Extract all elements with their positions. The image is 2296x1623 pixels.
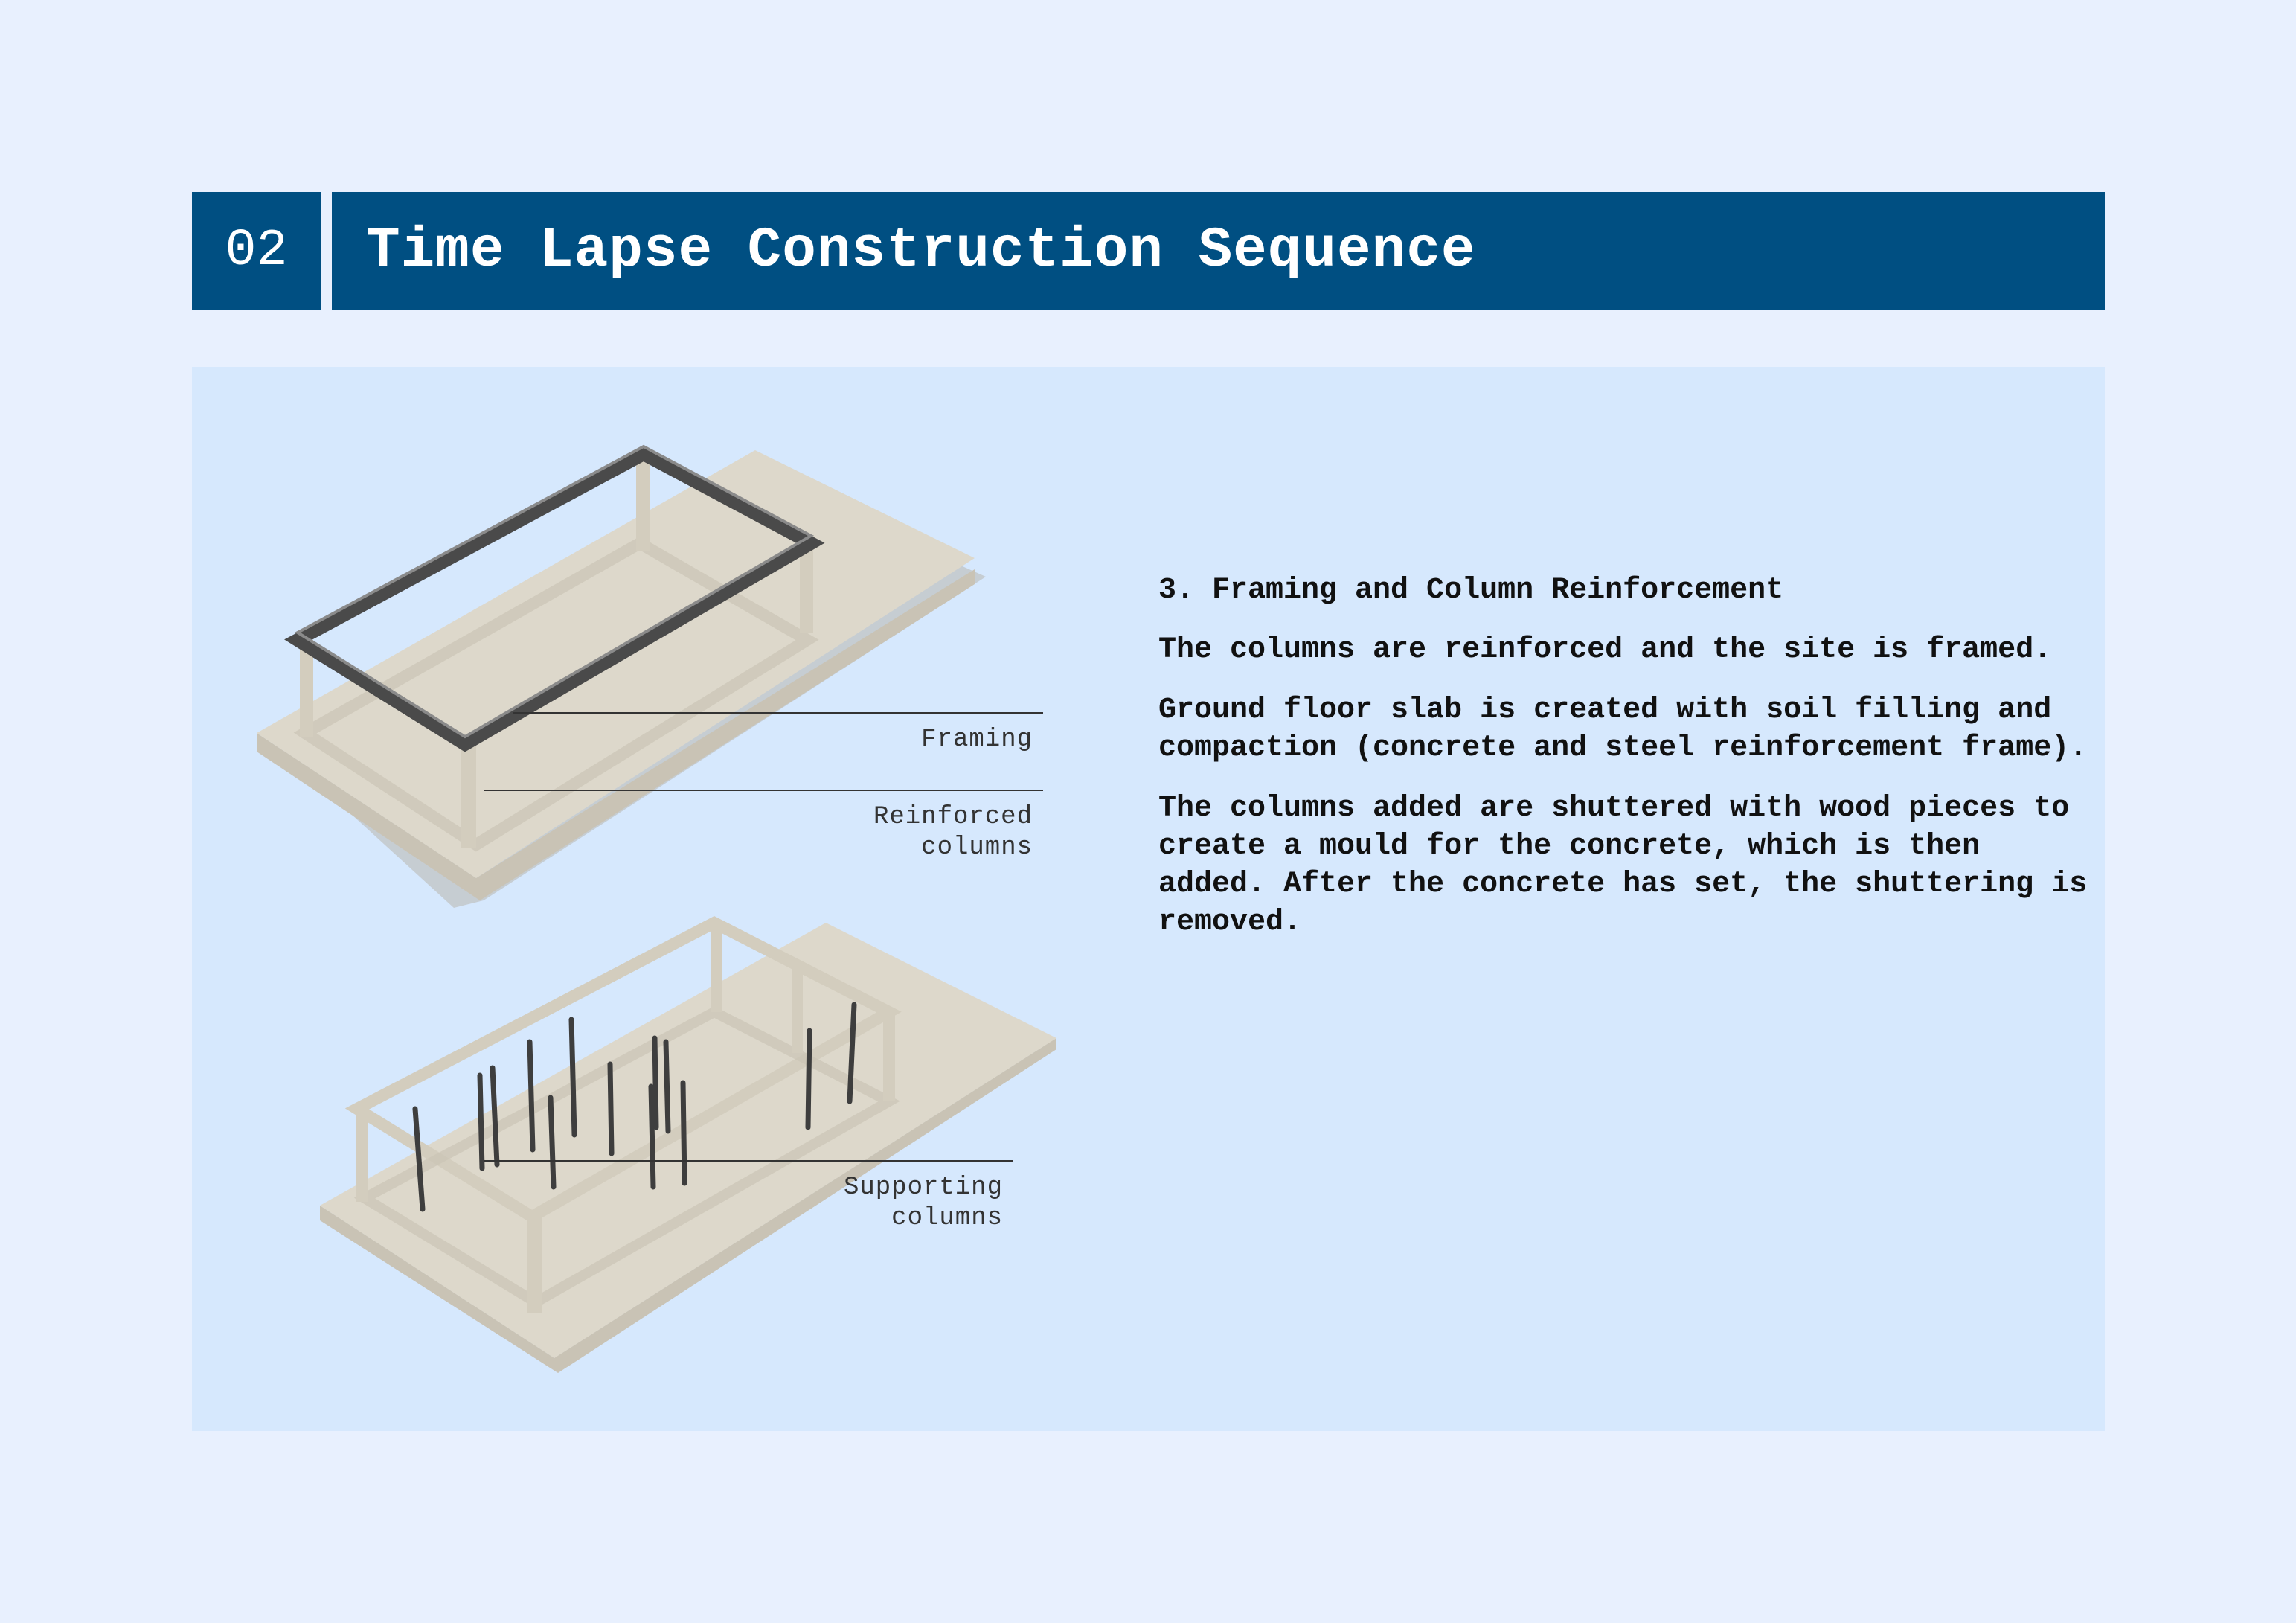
callout-reinforced-columns: Reinforced columns [818, 802, 1033, 863]
lower-column [527, 1217, 542, 1313]
callout-supporting-columns: Supporting columns [789, 1173, 1003, 1234]
upper-steel-frame-highlight [295, 444, 815, 739]
lower-slab-top [320, 923, 1056, 1358]
supporting-rebars [412, 1002, 857, 1212]
lower-column [356, 1109, 368, 1202]
step-paragraph: Ground floor slab is created with soil f… [1158, 694, 2088, 765]
upper-column [300, 640, 313, 737]
upper-model [257, 444, 986, 908]
callout-framing: Framing [818, 725, 1033, 755]
step-paragraph: The columns added are shuttered with woo… [1158, 792, 2088, 939]
lower-model [320, 915, 1056, 1373]
upper-steel-frame [284, 446, 825, 752]
lower-column [883, 1012, 895, 1101]
callout-reinforced-line2: columns [921, 833, 1033, 862]
upper-column [800, 543, 813, 633]
step-paragraph: The columns are reinforced and the site … [1158, 633, 2052, 667]
callout-supporting-line1: Supporting [843, 1174, 1003, 1202]
upper-column [461, 744, 476, 848]
callout-reinforced-line1: Reinforced [873, 803, 1033, 831]
step-heading: 3. Framing and Column Reinforcement [1158, 574, 1784, 607]
upper-column [636, 461, 650, 551]
lower-column [711, 923, 722, 1012]
lower-column [792, 967, 803, 1053]
step-description: 3. Framing and Column Reinforcement The … [1158, 572, 2088, 964]
page-title: Time Lapse Construction Sequence [332, 192, 2105, 310]
callout-supporting-line2: columns [891, 1204, 1003, 1232]
section-number: 02 [192, 192, 321, 310]
callout-framing-label: Framing [921, 726, 1033, 754]
upper-ground-frame [293, 536, 819, 852]
